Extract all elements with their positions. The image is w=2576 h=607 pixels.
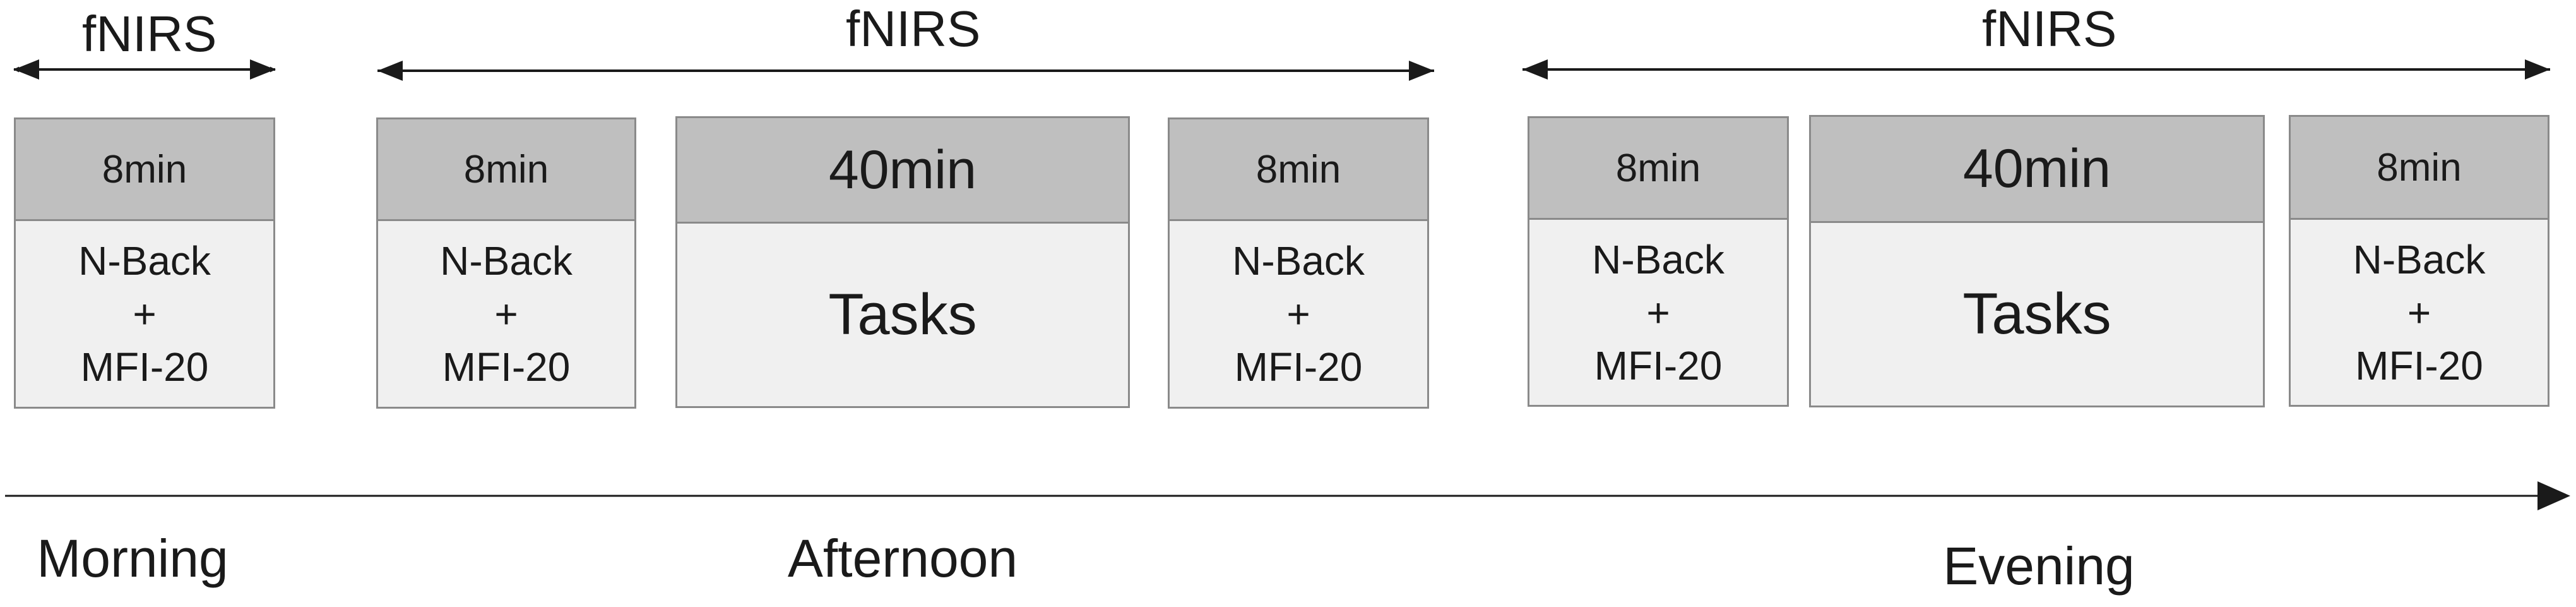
block-content: N-Back + MFI-20 xyxy=(2291,220,2548,405)
duration-label: 8min xyxy=(1255,147,1341,191)
arrowhead-morning-left xyxy=(14,59,39,80)
test-line-plus: + xyxy=(1646,289,1670,335)
block-content: Tasks xyxy=(1811,223,2263,406)
duration-label: 8min xyxy=(102,147,187,191)
phase-label-morning: Morning xyxy=(37,529,229,588)
block-duration-header: 8min xyxy=(378,119,634,221)
tasks-label: Tasks xyxy=(1962,282,2111,346)
tasks-label: Tasks xyxy=(828,282,977,347)
block-duration-header: 8min xyxy=(1170,119,1427,221)
block-content: N-Back + MFI-20 xyxy=(378,221,634,407)
arrowhead-evening-right xyxy=(2525,59,2550,80)
evening-pre-test-block: 8min N-Back + MFI-20 xyxy=(1528,116,1789,407)
test-line-mfi: MFI-20 xyxy=(1594,342,1723,388)
fnirs-label-morning: fNIRS xyxy=(82,6,217,62)
block-duration-header: 40min xyxy=(1811,117,2263,223)
test-line-mfi: MFI-20 xyxy=(80,344,209,390)
test-line-nback: N-Back xyxy=(1232,238,1365,284)
duration-label: 8min xyxy=(2377,145,2462,189)
test-line-mfi: MFI-20 xyxy=(2355,342,2483,388)
fnirs-label-evening: fNIRS xyxy=(1982,1,2117,57)
test-line-nback: N-Back xyxy=(440,238,573,284)
arrowhead-afternoon-right xyxy=(1409,61,1434,81)
arrowhead-timeline xyxy=(2537,481,2570,510)
duration-label: 8min xyxy=(1615,146,1701,190)
test-line-nback: N-Back xyxy=(2353,236,2486,282)
block-duration-header: 8min xyxy=(16,119,273,221)
phase-label-afternoon: Afternoon xyxy=(787,529,1018,588)
afternoon-post-test-block: 8min N-Back + MFI-20 xyxy=(1168,117,1429,409)
duration-label: 40min xyxy=(1962,138,2111,199)
afternoon-pre-test-block: 8min N-Back + MFI-20 xyxy=(376,117,636,409)
block-duration-header: 40min xyxy=(677,118,1128,224)
evening-tasks-block: 40min Tasks xyxy=(1809,115,2265,407)
duration-label: 40min xyxy=(828,139,977,200)
block-content: N-Back + MFI-20 xyxy=(16,221,273,407)
test-line-plus: + xyxy=(1286,291,1310,337)
phase-label-evening: Evening xyxy=(1943,536,2135,596)
test-line-nback: N-Back xyxy=(1592,236,1724,282)
duration-label: 8min xyxy=(463,147,549,191)
block-duration-header: 8min xyxy=(1529,118,1787,220)
test-line-mfi: MFI-20 xyxy=(442,344,571,390)
block-duration-header: 8min xyxy=(2291,117,2548,220)
fnirs-label-afternoon: fNIRS xyxy=(846,1,981,57)
morning-test-block: 8min N-Back + MFI-20 xyxy=(14,117,275,409)
test-line-plus: + xyxy=(2407,289,2431,335)
block-content: Tasks xyxy=(677,224,1128,406)
evening-post-test-block: 8min N-Back + MFI-20 xyxy=(2289,115,2549,407)
test-line-nback: N-Back xyxy=(78,238,211,284)
test-line-plus: + xyxy=(133,291,157,337)
afternoon-tasks-block: 40min Tasks xyxy=(675,116,1130,408)
arrowhead-evening-left xyxy=(1522,59,1548,80)
block-content: N-Back + MFI-20 xyxy=(1529,220,1787,405)
arrowhead-morning-right xyxy=(250,59,275,80)
test-line-mfi: MFI-20 xyxy=(1234,344,1363,390)
arrowhead-afternoon-left xyxy=(377,61,403,81)
test-line-plus: + xyxy=(494,291,518,337)
block-content: N-Back + MFI-20 xyxy=(1170,221,1427,407)
